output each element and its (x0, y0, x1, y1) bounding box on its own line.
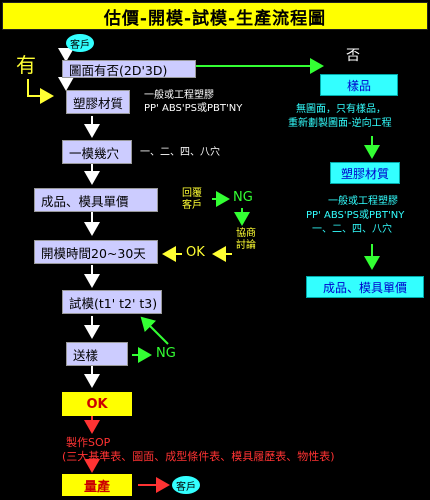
ok-box: OK (62, 392, 132, 416)
customer-bottom-node: 客戶 (172, 476, 200, 494)
ng-label-2: NG (156, 346, 176, 361)
right-plastic-note-1: 一般或工程塑膠 (328, 196, 398, 207)
ng-label-1: NG (233, 190, 253, 205)
page-title: 估價-開模-試模-生產流程圖 (2, 2, 428, 30)
plastic-note-1: 一般或工程塑膠 (144, 90, 214, 101)
arrow-ng-back-trial (140, 316, 169, 345)
right-plastic-box: 塑膠材質 (330, 162, 400, 184)
production-box: 量產 (62, 474, 132, 496)
cavity-box: 一模幾穴 (62, 140, 132, 164)
sop-title: 製作SOP (66, 436, 111, 449)
cavity-note: 一、二、四、八穴 (140, 147, 220, 158)
sample-box: 送樣 (66, 342, 128, 366)
negotiate-label: 協商 討論 (236, 228, 256, 251)
right-sample-note-2: 重新劃製圖面-逆向工程 (288, 118, 392, 129)
right-plastic-note-3: 一、二、四、八穴 (312, 224, 392, 235)
price-box: 成品、模具單價 (34, 188, 158, 212)
plastic-note-2: PP' ABS'PS或PBT'NY (144, 103, 243, 114)
no-label: 否 (346, 48, 360, 64)
plastic-box: 塑膠材質 (66, 90, 130, 114)
drawing-box: 圖面有否(2D'3D) (62, 60, 196, 78)
right-sample-note-1: 無圖面，只有樣品， (296, 104, 386, 115)
right-plastic-note-2: PP' ABS'PS或PBT'NY (306, 210, 405, 221)
arrow-has-down (27, 79, 54, 104)
right-sample-box: 樣品 (320, 74, 398, 96)
has-label: 有 (16, 53, 36, 77)
ok-label-1: OK (186, 245, 205, 260)
reply-customer: 回覆 客戶 (182, 188, 202, 211)
sop-detail: (三大基準表、圖面、成型條件表、模具履歷表、物性表) (62, 450, 335, 463)
right-price-box: 成品、模具單價 (306, 276, 424, 298)
customer-top-node: 客戶 (66, 34, 94, 52)
trial-box: 試模(t1' t2' t3) (62, 290, 162, 314)
mold-time-box: 開模時間20~30天 (34, 240, 158, 264)
